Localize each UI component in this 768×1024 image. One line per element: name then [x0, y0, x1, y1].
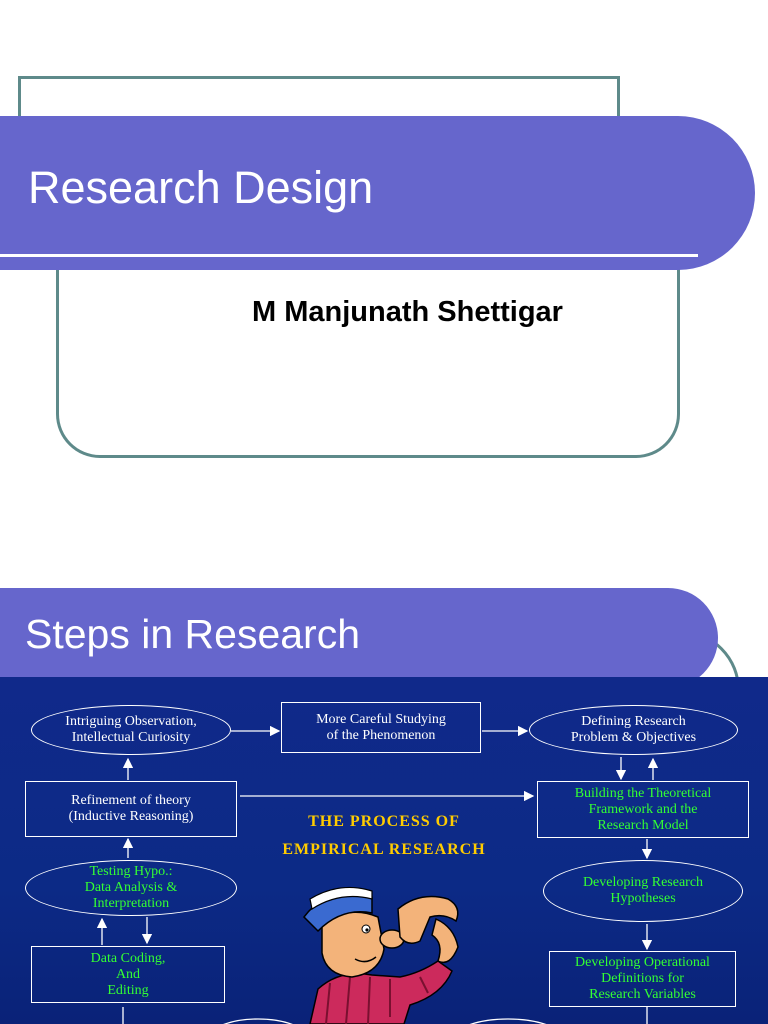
node-text-line: Testing Hypo.:	[89, 864, 173, 879]
node-refinement-of-theory: Refinement of theory(Inductive Reasoning…	[25, 781, 237, 837]
node-text-line: Interpretation	[92, 896, 170, 911]
diagram-heading-line-1: THE PROCESS OF	[308, 813, 460, 830]
node-text-line: Data Coding,	[90, 950, 166, 966]
node-text-line: Refinement of theory	[71, 793, 191, 808]
research-process-diagram: Intriguing Observation,Intellectual Curi…	[0, 677, 768, 1024]
node-text-line: of the Phenomenon	[326, 727, 436, 743]
node-text-line: Data Analysis &	[84, 880, 178, 895]
node-text-line: And	[115, 966, 141, 982]
node-text-line: Editing	[107, 982, 149, 998]
cartoon-observer-figure	[303, 886, 459, 1024]
node-text-line: Definitions for	[601, 971, 684, 986]
oval-bottom-partial-left	[223, 1018, 293, 1024]
node-text-line: Research Model	[597, 817, 689, 833]
title-banner-underline	[0, 254, 698, 257]
oval-bottom-partial-right	[469, 1018, 547, 1024]
slide2-title: Steps in Research	[25, 611, 361, 657]
diagram-heading-line-2: EMPIRICAL RESEARCH	[282, 841, 486, 858]
title-slide-frame-bottom	[56, 230, 680, 458]
node-text-line: More Careful Studying	[316, 711, 446, 727]
diagram-heading: THE PROCESS OF EMPIRICAL RESEARCH	[254, 813, 514, 859]
node-text-line: (Inductive Reasoning)	[68, 809, 194, 824]
title-banner	[0, 116, 755, 270]
node-text-line: Developing Operational	[575, 955, 710, 970]
diagram-arrows	[96, 725, 659, 1024]
node-intriguing-observation: Intriguing Observation,Intellectual Curi…	[31, 705, 231, 755]
node-text-line: Building the Theoretical	[574, 785, 712, 801]
node-text-line: Intellectual Curiosity	[71, 730, 191, 745]
slide2-title-banner	[0, 588, 718, 688]
node-text-line: Problem & Objectives	[570, 730, 697, 745]
title-slide-frame-top	[18, 76, 620, 136]
slide-title: Research Design	[28, 162, 374, 213]
slide-author: M Manjunath Shettigar	[252, 296, 563, 328]
node-text-line: Developing Research	[582, 875, 704, 890]
node-text-line: Research Variables	[589, 987, 696, 1002]
node-testing-hypotheses: Testing Hypo.:Data Analysis &Interpretat…	[25, 860, 237, 916]
node-text-line: Hypotheses	[610, 891, 676, 906]
node-text-line: Intriguing Observation,	[65, 714, 197, 729]
node-text-line: Framework and the	[588, 801, 698, 817]
node-text-line: Defining Research	[581, 714, 686, 729]
